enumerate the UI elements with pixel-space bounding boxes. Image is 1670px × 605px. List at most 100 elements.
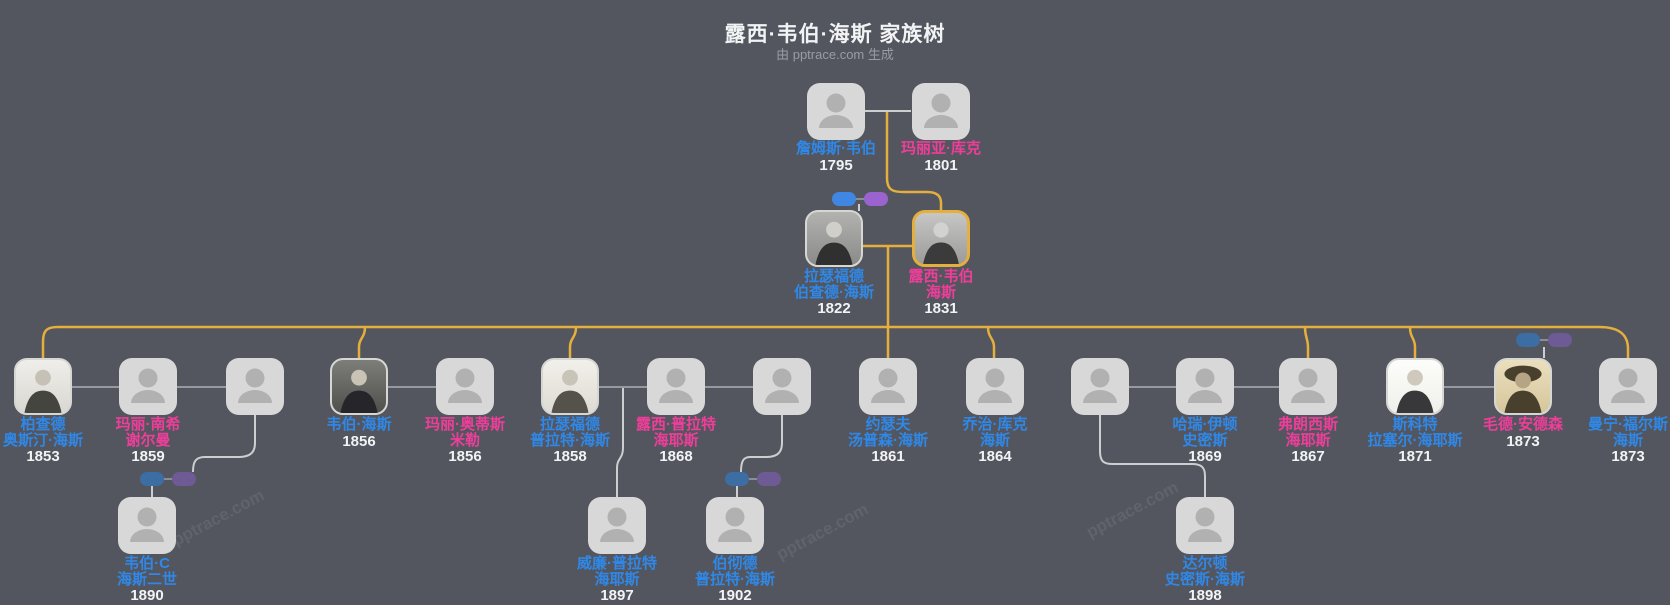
female-marriage-node-icon[interactable] (1548, 333, 1572, 347)
person-card-william[interactable] (588, 497, 646, 554)
person-name: 弗朗西斯 (1277, 416, 1338, 433)
person-name: 毛德·安德森 (1483, 416, 1563, 433)
portrait-photo (1504, 365, 1542, 413)
person-name: 米勒 (449, 431, 480, 449)
birth-year: 1873 (1611, 448, 1645, 465)
person-card-rutherford[interactable] (805, 210, 863, 267)
person-card-burchardp[interactable] (706, 497, 764, 554)
person-card-webbc[interactable] (118, 497, 176, 554)
person-card-maria[interactable] (912, 83, 970, 140)
connector-line (41, 325, 1630, 358)
birth-year: 1859 (131, 448, 165, 465)
person-card-manning[interactable] (1599, 358, 1657, 415)
marriage-link-icon[interactable] (725, 472, 781, 486)
person-name: 露西·韦伯 (908, 268, 974, 285)
portrait-photo (815, 221, 853, 265)
generator-credit: 由 pptrace.com 生成 (776, 47, 894, 62)
avatar-placeholder-icon (819, 93, 853, 128)
person-card-webb[interactable] (330, 358, 388, 415)
birth-year: 1795 (819, 156, 853, 174)
person-card-unnamed1[interactable] (226, 358, 284, 415)
person-card-james[interactable] (807, 83, 865, 140)
person-name: 曼宁·福尔斯 (1588, 416, 1668, 433)
avatar-placeholder-icon (131, 368, 165, 403)
person-name: 海斯 (925, 283, 956, 301)
person-name: 海斯 (1612, 431, 1643, 449)
birth-year: 1873 (1506, 432, 1540, 450)
person-card-marynancy[interactable] (119, 358, 177, 415)
person-name: 海耶斯 (653, 431, 699, 449)
person-card-joseph[interactable] (859, 358, 917, 415)
male-marriage-node-icon[interactable] (1516, 333, 1540, 347)
portrait-photo (340, 369, 378, 413)
person-name: 韦伯·C (124, 555, 170, 572)
birth-year: 1858 (553, 448, 587, 465)
avatar-placeholder-icon (130, 507, 164, 542)
marriage-link-icon[interactable] (1516, 333, 1572, 347)
birth-year: 1831 (924, 300, 958, 317)
person-card-birchard[interactable] (14, 358, 72, 415)
connector-line (740, 415, 783, 473)
person-name: 海耶斯 (594, 570, 640, 588)
person-name: 约瑟夫 (865, 416, 911, 433)
person-card-lucyplatt[interactable] (647, 358, 705, 415)
person-card-george[interactable] (966, 358, 1024, 415)
birth-year: 1856 (342, 432, 376, 450)
female-marriage-node-icon[interactable] (864, 192, 888, 206)
avatar-placeholder-icon (1291, 368, 1325, 403)
birth-year: 1871 (1398, 448, 1432, 465)
person-card-maryotis[interactable] (436, 358, 494, 415)
male-marriage-node-icon[interactable] (832, 192, 856, 206)
birth-year: 1856 (448, 448, 482, 465)
avatar-placeholder-icon (718, 507, 752, 542)
avatar-placeholder-icon (600, 507, 634, 542)
person-card-dalton[interactable] (1176, 497, 1234, 554)
female-marriage-node-icon[interactable] (172, 472, 196, 486)
person-name: 玛丽亚·库克 (901, 140, 981, 157)
person-card-scott[interactable] (1386, 358, 1444, 415)
person-name: 奥斯汀·海斯 (3, 431, 83, 449)
page-title: 露西·韦伯·海斯 家族树 (724, 23, 946, 46)
birth-year: 1867 (1291, 448, 1325, 465)
birth-year: 1864 (978, 448, 1012, 465)
person-name: 史密斯·海斯 (1165, 570, 1245, 588)
person-card-unnamed3[interactable] (1071, 358, 1129, 415)
avatar-placeholder-icon (978, 368, 1012, 403)
person-card-unnamed2[interactable] (753, 358, 811, 415)
avatar-placeholder-icon (659, 368, 693, 403)
avatar-placeholder-icon (238, 368, 272, 403)
female-marriage-node-icon[interactable] (757, 472, 781, 486)
person-name: 拉瑟福德 (539, 416, 600, 433)
person-name: 汤普森·海斯 (848, 431, 928, 449)
person-name: 伯查德·海斯 (794, 283, 874, 301)
person-card-lucy[interactable] (912, 210, 970, 267)
person-card-frances[interactable] (1279, 358, 1337, 415)
marriage-link-icon[interactable] (140, 472, 196, 486)
portrait-photo (1396, 369, 1434, 413)
person-name: 玛丽·南希 (115, 416, 181, 433)
person-card-harry[interactable] (1176, 358, 1234, 415)
birth-year: 1869 (1188, 448, 1222, 465)
person-card-rutherfordp[interactable] (541, 358, 599, 415)
portrait-photo (551, 369, 589, 413)
connector-line (1408, 326, 1417, 358)
connector-line (616, 387, 624, 497)
male-marriage-node-icon[interactable] (140, 472, 164, 486)
person-name: 海耶斯 (1285, 431, 1331, 449)
person-card-maude[interactable] (1494, 358, 1552, 415)
birth-year: 1890 (130, 587, 164, 604)
birth-year: 1861 (871, 448, 905, 465)
male-marriage-node-icon[interactable] (725, 472, 749, 486)
marriage-link-icon[interactable] (832, 192, 888, 206)
birth-year: 1898 (1188, 587, 1222, 604)
person-name: 柏查德 (20, 416, 66, 433)
